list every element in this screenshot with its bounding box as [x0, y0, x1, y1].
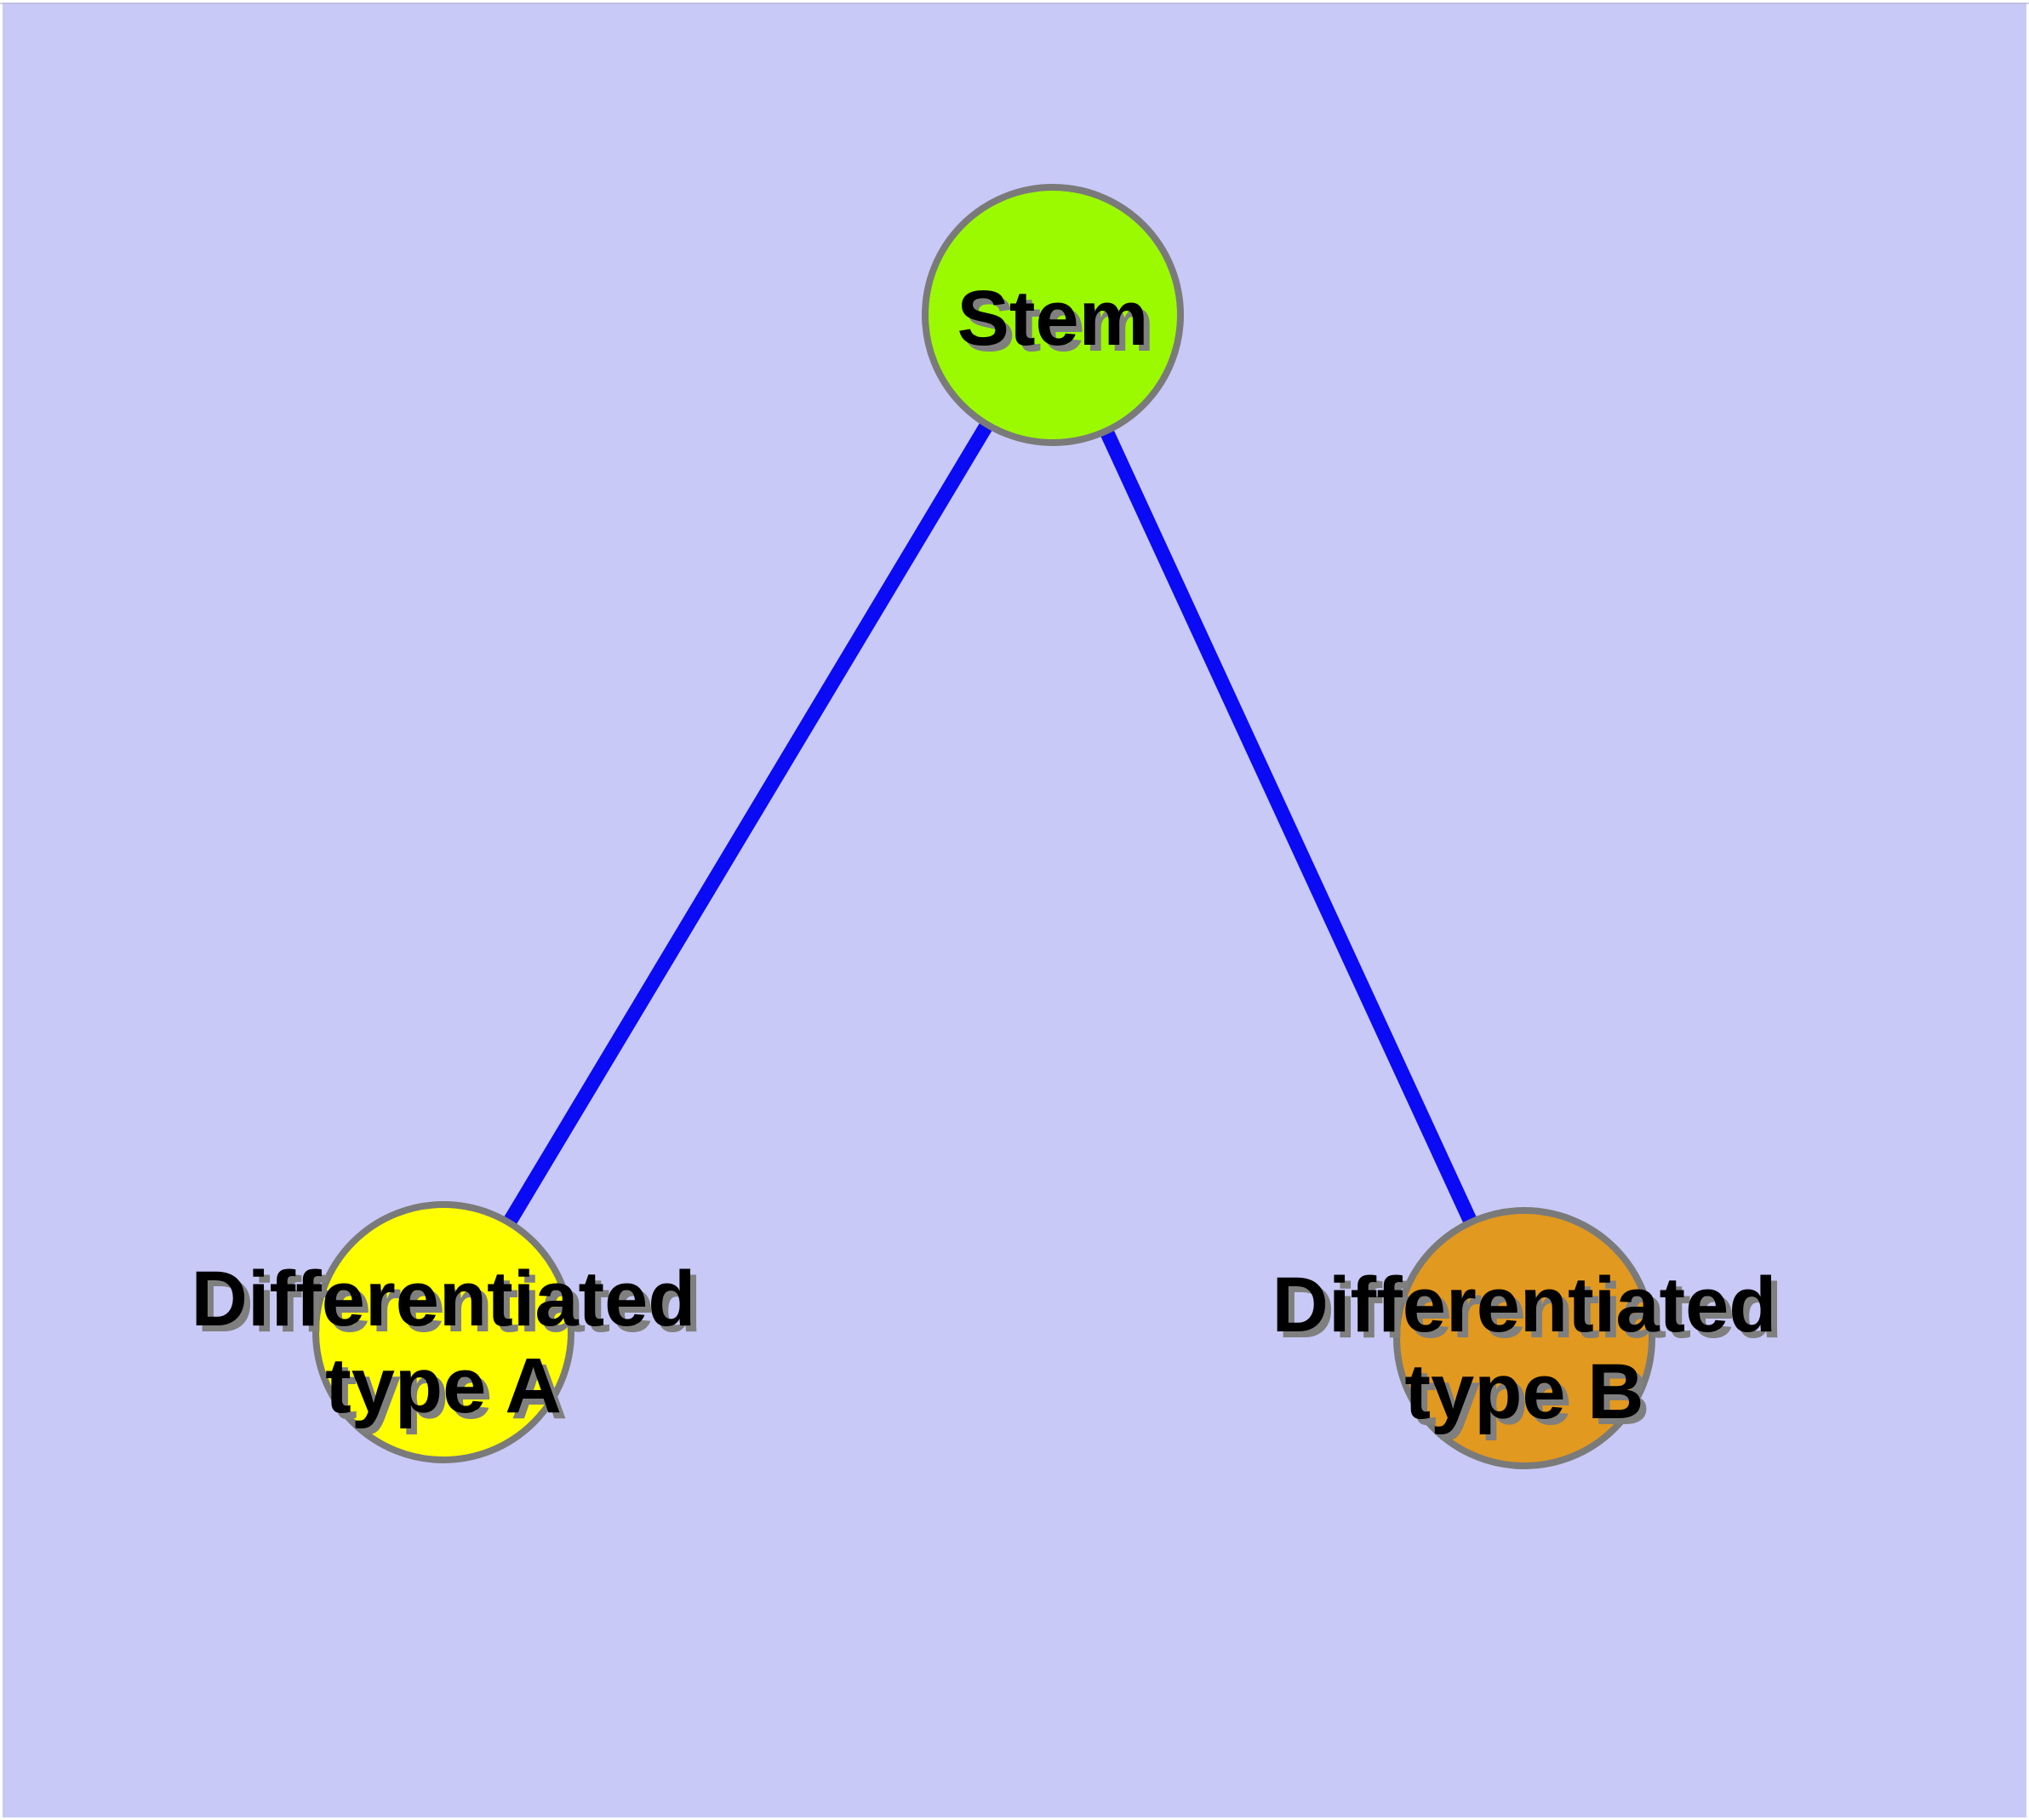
node-type-a-circle — [312, 1201, 574, 1463]
edge-stem-to-type-a — [437, 311, 1060, 1336]
edge-stem-to-type-b — [1046, 312, 1531, 1342]
node-type-b-label: Differentiated type B — [1272, 1262, 1777, 1435]
label-line: Differentiated — [1272, 1262, 1777, 1348]
frame-hairline — [0, 3, 2029, 4]
label-line: type B — [1404, 1348, 1644, 1435]
label-line: Stem — [957, 275, 1149, 362]
label-line: Differentiated — [191, 1256, 696, 1342]
node-stem-circle — [922, 184, 1184, 446]
node-type-a-label: Differentiated type A — [191, 1256, 696, 1429]
node-type-b-circle — [1393, 1207, 1655, 1469]
label-line: type A — [325, 1342, 562, 1429]
node-stem-label: Stem — [957, 275, 1149, 362]
